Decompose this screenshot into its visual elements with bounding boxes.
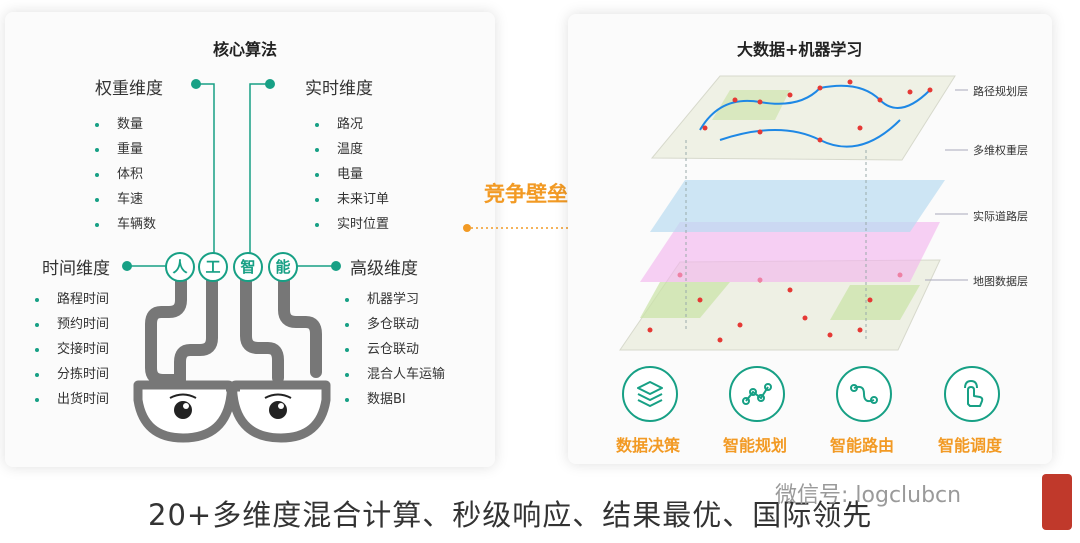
list-item: 出货时间 (35, 387, 109, 412)
layer-label-weight: 多维权重层 (973, 144, 1028, 157)
advanced-dot (331, 261, 341, 271)
list-item: 车速 (95, 187, 156, 212)
realtime-dimension-list: 路况 温度 电量 未来订单 实时位置 (315, 112, 389, 237)
list-item: 预约时间 (35, 312, 109, 337)
realtime-dimension-title: 实时维度 (305, 79, 373, 99)
list-item: 机器学习 (345, 287, 445, 312)
weight-dimension-list: 数量 重量 体积 车速 车辆数 (95, 112, 156, 237)
list-item: 路程时间 (35, 287, 109, 312)
layer-label-road: 实际道路层 (973, 210, 1028, 223)
list-item: 路况 (315, 112, 389, 137)
time-dot (122, 261, 132, 271)
ai-char-gong: 工 (198, 252, 228, 282)
list-item: 体积 (95, 162, 156, 187)
feature-label-smart-dispatch: 智能调度 (937, 436, 1002, 455)
feature-label-smart-routing: 智能路由 (829, 436, 894, 455)
time-dimension-title: 时间维度 (42, 259, 110, 279)
list-item: 混合人车运输 (345, 362, 445, 387)
list-item: 电量 (315, 162, 389, 187)
ai-char-neng: 能 (268, 252, 298, 282)
weight-dot (191, 79, 201, 89)
feature-label-smart-planning: 智能规划 (722, 436, 787, 455)
list-item: 温度 (315, 137, 389, 162)
advanced-dimension-list: 机器学习 多仓联动 云仓联动 混合人车运输 数据BI (345, 287, 445, 412)
list-item: 数据BI (345, 387, 445, 412)
path-curve-icon (836, 366, 892, 422)
feature-label-data-decision: 数据决策 (615, 436, 680, 455)
touch-hand-icon (944, 366, 1000, 422)
list-item: 交接时间 (35, 337, 109, 362)
list-item: 云仓联动 (345, 337, 445, 362)
layers-icon (622, 366, 678, 422)
layer-label-route: 路径规划层 (973, 85, 1028, 98)
wechat-watermark: 微信号: logclubcn (775, 483, 962, 508)
bottom-tagline: 20+多维度混合计算、秒级响应、结果最优、国际领先 (148, 498, 873, 532)
red-seal-stamp (1042, 474, 1072, 530)
competitive-barrier-label: 竞争壁垒 (484, 182, 568, 206)
time-dimension-list: 路程时间 预约时间 交接时间 分拣时间 出货时间 (35, 287, 109, 412)
bigdata-ml-title: 大数据+机器学习 (737, 40, 863, 59)
weight-dimension-title: 权重维度 (95, 79, 163, 99)
core-algorithm-title: 核心算法 (213, 40, 278, 59)
list-item: 重量 (95, 137, 156, 162)
advanced-dimension-title: 高级维度 (350, 259, 418, 279)
route-nodes-icon (729, 366, 785, 422)
list-item: 未来订单 (315, 187, 389, 212)
ai-char-ren: 人 (165, 252, 195, 282)
realtime-dot (265, 79, 275, 89)
list-item: 实时位置 (315, 212, 389, 237)
list-item: 分拣时间 (35, 362, 109, 387)
list-item: 多仓联动 (345, 312, 445, 337)
list-item: 数量 (95, 112, 156, 137)
list-item: 车辆数 (95, 212, 156, 237)
ai-char-zhi: 智 (233, 252, 263, 282)
glasses-pipes (145, 274, 322, 388)
layer-label-map: 地图数据层 (973, 275, 1028, 288)
eyes (169, 393, 292, 419)
